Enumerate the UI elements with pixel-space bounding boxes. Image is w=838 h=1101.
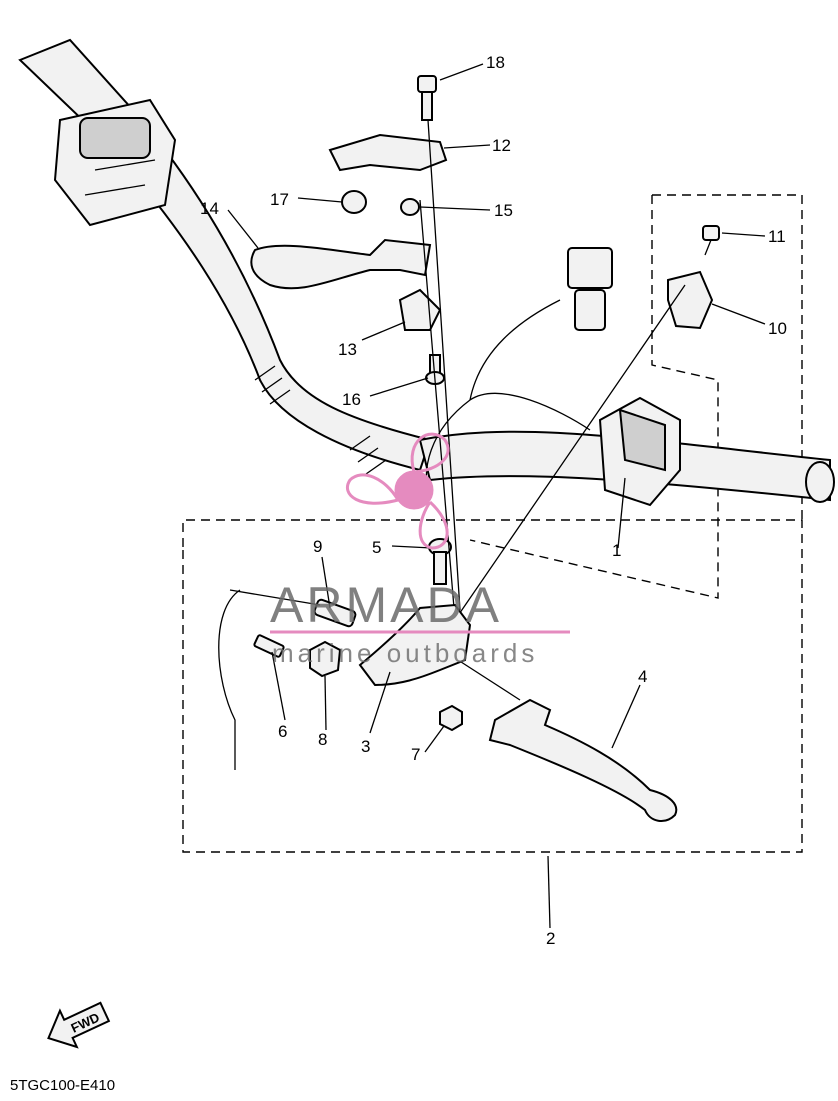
part-6-screw — [253, 634, 285, 658]
part-7-nut — [439, 704, 463, 732]
part-18-bolt — [417, 75, 437, 121]
part-17-cap — [341, 190, 367, 214]
callout-12: 12 — [492, 136, 511, 155]
part-10-holder — [667, 270, 714, 330]
callout-9: 9 — [313, 537, 322, 556]
part-14-lever-guard — [250, 238, 432, 290]
assembly-box-switch — [469, 194, 803, 599]
assembly-box-lower — [182, 519, 803, 853]
callout-1: 1 — [612, 541, 621, 560]
part-11-screw — [702, 225, 720, 256]
connector — [469, 247, 613, 401]
diagram-code: 5TGC100-E410 — [10, 1077, 115, 1094]
callout-4: 4 — [638, 667, 647, 686]
fwd-arrow: FWD — [47, 1001, 111, 1049]
callout-18: 18 — [486, 53, 505, 72]
callout-15: 15 — [494, 201, 513, 220]
part-4-clutch-lever — [488, 698, 678, 822]
callout-labels: 1 2 3 4 5 6 7 8 9 10 11 12 13 14 15 16 1… — [200, 53, 787, 948]
part-15-collar — [400, 198, 420, 216]
watermark-brand: ARMADA — [270, 577, 502, 633]
assembly-axis — [419, 119, 686, 701]
callout-7: 7 — [411, 745, 420, 764]
part-3-lever-holder — [358, 603, 472, 687]
callout-5: 5 — [372, 538, 381, 557]
callout-14: 14 — [200, 199, 219, 218]
callout-13: 13 — [338, 340, 357, 359]
master-cylinder — [53, 98, 177, 227]
watermark: ARMADA marine outboards — [270, 432, 570, 668]
callout-17: 17 — [270, 190, 289, 209]
part-13-clamp — [398, 288, 442, 331]
callout-11: 11 — [768, 227, 786, 246]
callout-6: 6 — [278, 722, 287, 741]
part-12-bracket — [328, 133, 448, 172]
leader-lines — [227, 63, 766, 929]
propeller-logo — [346, 432, 450, 550]
callout-2: 2 — [546, 929, 555, 948]
callout-3: 3 — [361, 737, 370, 756]
watermark-sub: marine outboards — [272, 638, 538, 668]
callout-16: 16 — [342, 390, 361, 409]
part-1-handlebar-switch — [425, 392, 681, 507]
callout-10: 10 — [768, 319, 787, 338]
callout-8: 8 — [318, 730, 327, 749]
part-8-nut — [309, 640, 342, 678]
part-9-switch — [218, 589, 357, 770]
